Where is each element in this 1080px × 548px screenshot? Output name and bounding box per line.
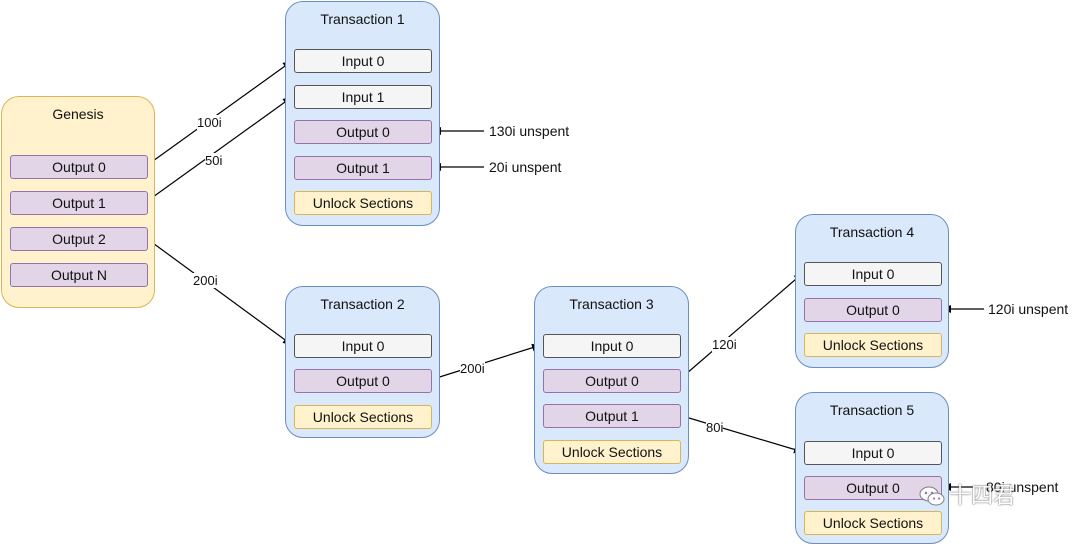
- transaction-1-output-0[interactable]: Output 0: [294, 120, 432, 144]
- transaction-5-unlock-sections[interactable]: Unlock Sections: [804, 511, 942, 535]
- transaction-3-node[interactable]: Transaction 3 Input 0 Output 0 Output 1 …: [534, 286, 689, 474]
- edge-tx3-out0-tx4-in0: [678, 272, 804, 381]
- note-tx1-output1-unspent: 20i unspent: [489, 159, 562, 175]
- genesis-output-2[interactable]: Output 2: [10, 227, 148, 251]
- transaction-1-node[interactable]: Transaction 1 Input 0 Input 1 Output 0 O…: [285, 1, 440, 226]
- edge-genesis-out1-tx1-in1: [145, 96, 293, 203]
- transaction-5-input-0[interactable]: Input 0: [804, 441, 942, 465]
- transaction-2-unlock-sections[interactable]: Unlock Sections: [294, 405, 432, 429]
- note-tx5-output0-unspent: 80i unspent: [986, 479, 1059, 495]
- transaction-3-input-0[interactable]: Input 0: [543, 334, 681, 358]
- genesis-output-n[interactable]: Output N: [10, 263, 148, 287]
- transaction-4-unlock-sections[interactable]: Unlock Sections: [804, 333, 942, 357]
- transaction-1-input-0[interactable]: Input 0: [294, 49, 432, 73]
- transaction-5-output-0[interactable]: Output 0: [804, 476, 942, 500]
- edge-genesis-out2-tx2-in0: [145, 237, 293, 346]
- edge-tx2-out0-tx3-in0: [429, 343, 542, 381]
- transaction-1-output-1[interactable]: Output 1: [294, 156, 432, 180]
- wechat-icon: [919, 486, 945, 506]
- transaction-3-output-1[interactable]: Output 1: [543, 404, 681, 428]
- edge-label-100i: 100i: [197, 115, 222, 130]
- transaction-5-title: Transaction 5: [829, 402, 915, 418]
- edge-label-120i: 120i: [712, 337, 737, 352]
- genesis-title: Genesis: [52, 106, 104, 122]
- edge-label-200i-genesis: 200i: [193, 273, 218, 288]
- genesis-node[interactable]: Genesis Output 0 Output 1 Output 2 Outpu…: [1, 96, 155, 308]
- transaction-2-node[interactable]: Transaction 2 Input 0 Output 0 Unlock Se…: [285, 286, 440, 438]
- genesis-output-0[interactable]: Output 0: [10, 155, 148, 179]
- note-tx1-output0-unspent: 130i unspent: [489, 123, 570, 139]
- transaction-5-node[interactable]: Transaction 5 Input 0 Output 0 Unlock Se…: [795, 392, 949, 544]
- transaction-3-title: Transaction 3: [569, 296, 654, 312]
- transaction-3-unlock-sections[interactable]: Unlock Sections: [543, 440, 681, 464]
- transaction-4-output-0[interactable]: Output 0: [804, 298, 942, 322]
- transaction-2-output-0[interactable]: Output 0: [294, 369, 432, 393]
- note-tx4-output0-unspent: 120i unspent: [988, 301, 1069, 317]
- watermark-text: 十四君: [949, 483, 1016, 508]
- edge-genesis-out0-tx1-in0: [145, 60, 293, 167]
- transaction-4-node[interactable]: Transaction 4 Input 0 Output 0 Unlock Se…: [795, 214, 949, 368]
- transaction-4-title: Transaction 4: [829, 224, 915, 240]
- edge-tx3-out1-tx5-in0: [678, 414, 804, 454]
- transaction-4-input-0[interactable]: Input 0: [804, 262, 942, 286]
- edge-label-80i: 80i: [706, 420, 724, 435]
- transaction-1-unlock-sections[interactable]: Unlock Sections: [294, 191, 432, 215]
- transaction-1-input-1[interactable]: Input 1: [294, 85, 432, 109]
- edge-label-50i: 50i: [205, 153, 223, 168]
- watermark: 十四君: [919, 478, 1015, 510]
- transaction-2-title: Transaction 2: [320, 296, 405, 312]
- edge-label-200i-tx2: 200i: [460, 361, 485, 376]
- transaction-2-input-0[interactable]: Input 0: [294, 334, 432, 358]
- genesis-output-1[interactable]: Output 1: [10, 191, 148, 215]
- transaction-1-title: Transaction 1: [320, 11, 405, 27]
- transaction-3-output-0[interactable]: Output 0: [543, 369, 681, 393]
